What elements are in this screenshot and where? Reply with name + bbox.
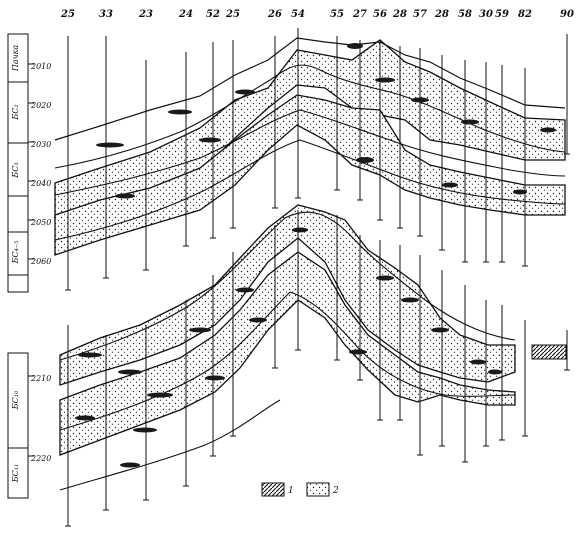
- depth-label: 2050: [30, 218, 51, 227]
- well-label: 25: [60, 9, 75, 20]
- column-label: БС₄₋₅: [11, 240, 20, 264]
- lower-column-frame: [7, 352, 29, 499]
- depth-label: 2010: [30, 62, 51, 71]
- well-label: 28: [392, 9, 407, 20]
- well-label: 52: [206, 9, 220, 20]
- depth-label: 2210: [30, 374, 51, 383]
- column-label: БС₁₀: [11, 390, 20, 410]
- depth-label: 2030: [30, 140, 51, 149]
- depth-label: 2020: [30, 101, 51, 110]
- column-label: БС₂: [11, 104, 20, 120]
- well-label: 59: [495, 9, 509, 20]
- depth-label: 2060: [30, 257, 51, 266]
- well-lines: [65, 28, 570, 527]
- well-label: 30: [479, 9, 493, 20]
- well-label: 23: [138, 9, 153, 20]
- well-label: 33: [99, 9, 113, 20]
- well-label: 28: [434, 9, 449, 20]
- well-label: 58: [458, 9, 472, 20]
- column-label: БС₃: [11, 162, 20, 178]
- isolated-clay-block: [531, 344, 567, 360]
- legend-label-2: 2: [332, 486, 339, 496]
- well-label: 27: [352, 9, 367, 20]
- well-label: 56: [373, 9, 387, 20]
- column-label: БС₁₁: [11, 464, 20, 483]
- stratigraphic-columns: [7, 33, 29, 499]
- upper-column-frame: [7, 33, 29, 293]
- well-label: 57: [413, 9, 427, 20]
- well-label: 82: [518, 9, 532, 20]
- depth-label: 2040: [30, 179, 51, 188]
- depth-label: 2220: [30, 454, 51, 463]
- well-label: 26: [267, 9, 282, 20]
- well-label: 54: [291, 9, 305, 20]
- legend-swatch-2: [306, 482, 330, 497]
- well-label: 90: [560, 9, 574, 20]
- well-label: 25: [225, 9, 240, 20]
- depth-labels: 2010 2020 2030 2040 2050 2060 2210 2220: [30, 62, 51, 463]
- lower-section: [59, 204, 567, 491]
- well-label: 55: [330, 9, 344, 20]
- legend-swatch-1: [261, 482, 285, 497]
- legend-label-1: 1: [288, 486, 294, 496]
- upper-section: [54, 37, 566, 256]
- legend: 1 2: [261, 482, 339, 497]
- well-label: 24: [178, 9, 193, 20]
- column-label: Пачка: [11, 45, 20, 73]
